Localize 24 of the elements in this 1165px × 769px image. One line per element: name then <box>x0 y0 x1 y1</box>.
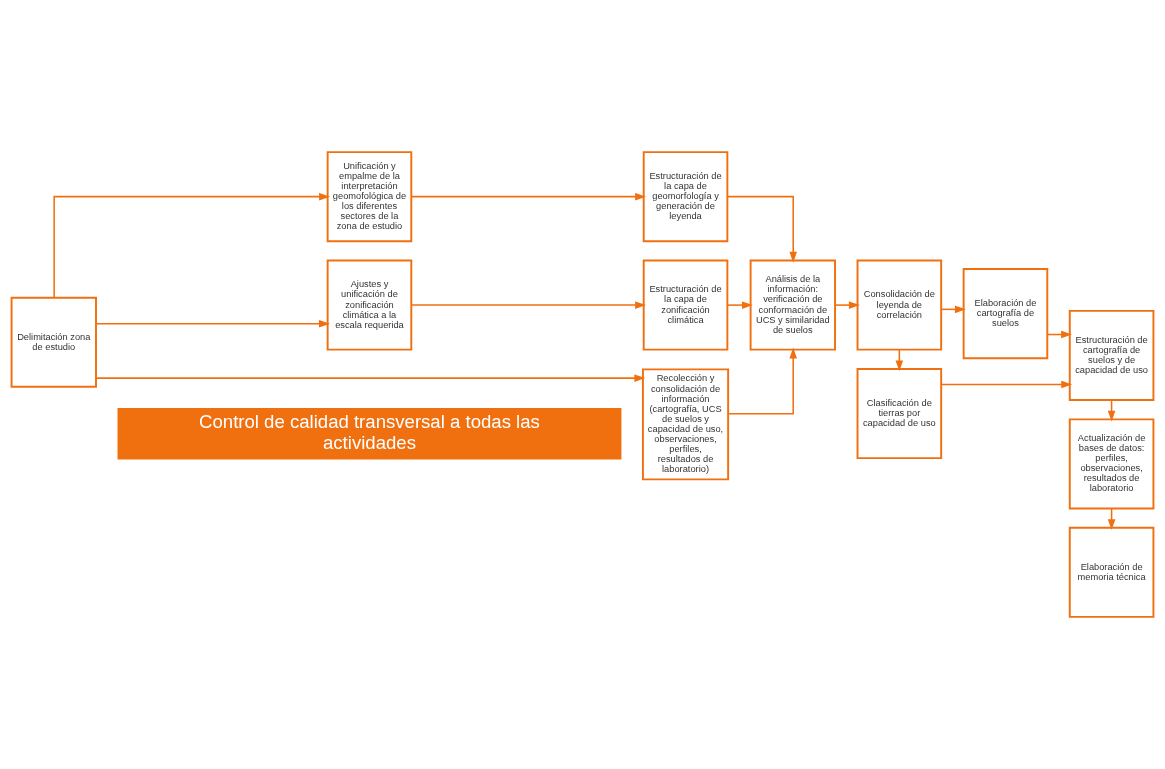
node-box: Clasificación de tierras por capacidad de uso <box>856 368 943 460</box>
node-box: Análisis de la información: verificación de conformación de UCS y similaridad de suelos <box>749 259 836 351</box>
arrow <box>410 301 646 309</box>
node-box: Consolidación de leyenda de correlación <box>856 259 943 351</box>
node-box: Estructuración de cartografía de suelos y de capacidad de uso <box>1068 309 1155 401</box>
node-box: Actualización de bases de datos: perfiles, observaciones, resultados de laboratorio <box>1068 418 1155 510</box>
arrow <box>940 380 1073 389</box>
node-box: Recolección y consolidación de información (cartografía, UCS de suelos y capacidad de uso, observaciones, perfiles, resultados de laboratorio) <box>641 368 730 481</box>
arrow <box>95 319 330 328</box>
node-box: Control de calidad transversal a todas las actividades <box>117 407 622 460</box>
arrow <box>95 374 646 382</box>
node-box: Unificación y empalme de la interpretación geomofológica de los diferentes sectores de la zona de estudio <box>326 151 413 243</box>
arrow <box>726 301 753 309</box>
node-box: Delimitación zona de estudio <box>10 296 97 388</box>
node-box: Estructuración de la capa de zonificación climática <box>642 259 729 351</box>
arrow <box>410 192 646 201</box>
arrow <box>726 195 797 263</box>
node-box: Ajustes y unificación de zonificación climática a la escala requerida <box>326 259 413 351</box>
node-box: Estructuración de la capa de geomorfología y generación de leyenda <box>642 151 729 243</box>
arrow <box>727 347 797 415</box>
arrow <box>53 192 330 299</box>
node-box: Elaboración de cartografía de suelos <box>962 268 1049 360</box>
node-box: Elaboración de memoria técnica <box>1068 526 1155 618</box>
arrow <box>834 301 860 309</box>
